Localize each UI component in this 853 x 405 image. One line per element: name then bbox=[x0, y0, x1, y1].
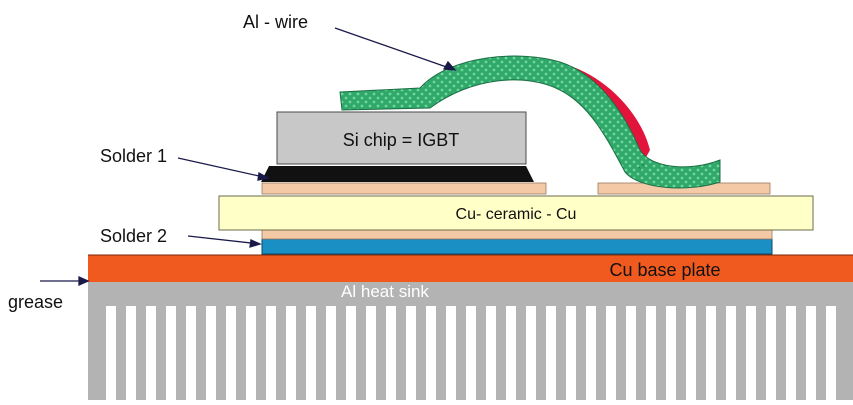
heat-sink-fin-gap bbox=[246, 306, 256, 400]
heat-sink-fin-gap bbox=[266, 306, 276, 400]
heat-sink-fin-gap bbox=[726, 306, 736, 400]
heat-sink-fin-gap bbox=[506, 306, 516, 400]
si-chip-label: Si chip = IGBT bbox=[343, 130, 460, 150]
solder2-pointer-arrow bbox=[187, 235, 261, 245]
heat-sink-fin-gap bbox=[326, 306, 336, 400]
heat-sink-fin-gap bbox=[746, 306, 756, 400]
heat-sink-fin-gap bbox=[106, 306, 116, 400]
heat-sink-label: Al heat sink bbox=[341, 282, 429, 301]
heat-sink-fin-gap bbox=[666, 306, 676, 400]
cu-ceramic-label: Cu- ceramic - Cu bbox=[456, 206, 577, 223]
solder1-layer bbox=[261, 166, 534, 182]
solder1-pointer-arrow bbox=[177, 157, 269, 179]
heat-sink-fin-gap bbox=[406, 306, 416, 400]
si-chip bbox=[276, 111, 527, 165]
ceramic-substrate bbox=[218, 195, 814, 231]
heat-sink-fin-gap bbox=[586, 306, 596, 400]
heat-sink-fin-gap bbox=[466, 306, 476, 400]
solder1-label: Solder 1 bbox=[100, 146, 167, 166]
heat-sink-fin-gap bbox=[686, 306, 696, 400]
heat-sink-fin-gap bbox=[826, 306, 836, 400]
cu-base-plate bbox=[88, 255, 853, 282]
heat-sink-fin-gap bbox=[786, 306, 796, 400]
al-wire-label: Al - wire bbox=[243, 12, 308, 32]
heat-sink-fin-gap bbox=[546, 306, 556, 400]
heat-sink-fin-gap bbox=[446, 306, 456, 400]
heat-sink-fin-gap bbox=[226, 306, 236, 400]
cu-base-plate-label: Cu base plate bbox=[609, 260, 720, 280]
heat-sink-fins bbox=[106, 306, 836, 400]
heat-sink-fin-gap bbox=[526, 306, 536, 400]
heat-sink-fin-gap bbox=[166, 306, 176, 400]
heat-sink-fin-gap bbox=[426, 306, 436, 400]
heat-sink-fin-gap bbox=[146, 306, 156, 400]
heat-sink-fin-gap bbox=[706, 306, 716, 400]
heat-sink-fin-gap bbox=[366, 306, 376, 400]
solder2-label: Solder 2 bbox=[100, 226, 167, 246]
upper-copper-pad-left bbox=[261, 182, 547, 195]
heat-sink-fin-gap bbox=[766, 306, 776, 400]
heat-sink-fin-gap bbox=[206, 306, 216, 400]
heat-sink-fin-gap bbox=[286, 306, 296, 400]
heat-sink-fin-gap bbox=[186, 306, 196, 400]
grease-label: grease bbox=[8, 292, 63, 312]
heat-sink-fin-gap bbox=[626, 306, 636, 400]
al-wire-pointer-arrow bbox=[334, 27, 456, 71]
al-wire bbox=[339, 55, 721, 189]
heat-sink-fin-gap bbox=[346, 306, 356, 400]
heat-sink-fin-gap bbox=[306, 306, 316, 400]
heat-sink-fin-gap bbox=[646, 306, 656, 400]
heat-sink-fin-gap bbox=[386, 306, 396, 400]
solder2-layer bbox=[261, 238, 773, 255]
lower-copper-layer bbox=[261, 229, 773, 240]
heat-sink-fin-gap bbox=[606, 306, 616, 400]
heat-sink-fin-gap bbox=[566, 306, 576, 400]
heat-sink-fin-gap bbox=[486, 306, 496, 400]
heat-sink-fin-gap bbox=[806, 306, 816, 400]
heat-sink-fin-gap bbox=[126, 306, 136, 400]
